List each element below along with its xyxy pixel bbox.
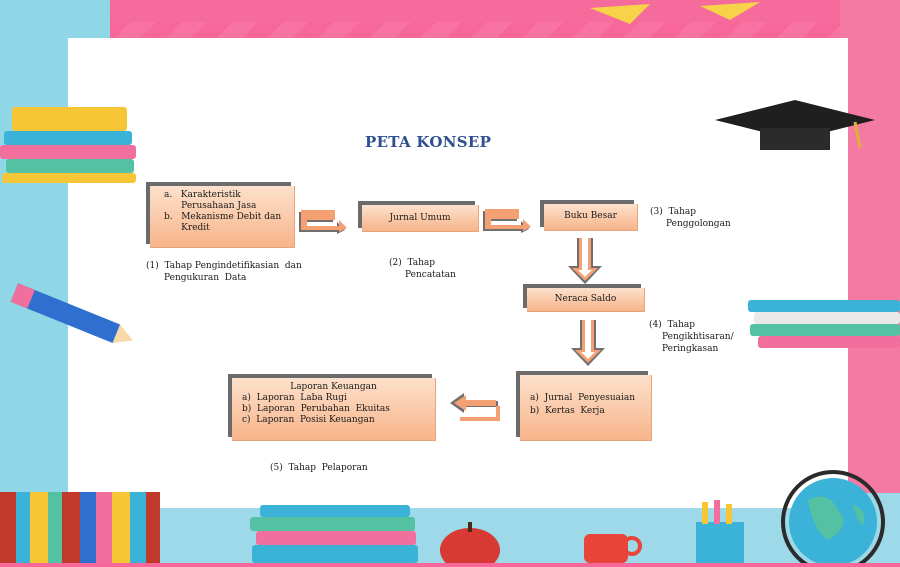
list-item: Perusahaan Jasa — [164, 201, 257, 211]
pencil-icon — [0, 280, 140, 350]
box-label: Neraca Saldo — [554, 294, 617, 304]
list-item: b. Mekanisme Debit dan — [164, 212, 282, 222]
caption-line: Penggolongan — [666, 219, 731, 229]
box-neraca-saldo: Neraca Saldo — [527, 288, 645, 312]
box-laporan-keuangan: Laporan Keuangan a) Laporan Laba Rugi b)… — [232, 378, 436, 441]
frame-top-band — [0, 0, 900, 22]
caption-step-3: (3) Tahap Penggolongan — [650, 206, 731, 230]
caption-line: Peringkasan — [662, 344, 719, 354]
caption-line: (3) Tahap — [650, 207, 697, 217]
box-characteristics-list: a. Karakteristik Perusahaan Jasa b. Meka… — [164, 190, 286, 234]
list-item: Kredit — [164, 223, 210, 233]
bookshelf-icon — [0, 492, 160, 563]
caption-line: Pengukuran Data — [164, 273, 247, 283]
list-item: a. Karakteristik — [164, 190, 241, 200]
caption-line: (2) Tahap — [389, 258, 436, 268]
box-characteristics: a. Karakteristik Perusahaan Jasa b. Meka… — [150, 186, 295, 248]
pennant-icon — [590, 2, 790, 36]
books-right-icon — [748, 300, 900, 360]
box-label: Buku Besar — [564, 211, 617, 221]
globe-icon — [768, 470, 898, 567]
caption-line: (5) Tahap Pelaporan — [270, 463, 368, 473]
caption-line: (1) Tahap Pengindetifikasian dan — [146, 261, 302, 271]
box-penyesuaian: a) Jurnal Penyesuaian b) Kertas Kerja — [520, 375, 652, 441]
box-jurnal-umum: Jurnal Umum — [362, 205, 479, 232]
apple-icon — [435, 522, 505, 567]
box-laporan-list: a) Laporan Laba Rugi b) Laporan Perubaha… — [242, 393, 435, 426]
arrow-right-icon — [483, 209, 531, 233]
mug-icon — [582, 530, 642, 567]
white-paper-panel — [68, 38, 848, 508]
frame-right-band — [840, 0, 900, 563]
list-item: b) Kertas Kerja — [530, 406, 605, 416]
box-label: Jurnal Umum — [389, 213, 451, 223]
arrow-down-icon — [571, 320, 605, 366]
caption-line: (4) Tahap — [649, 320, 696, 330]
arrow-right-icon — [299, 210, 347, 234]
list-item: a) Laporan Laba Rugi — [242, 393, 347, 403]
list-item: c) Laporan Posisi Keuangan — [242, 415, 375, 425]
diagram-title: PETA KONSEP — [365, 133, 492, 151]
box-heading: Laporan Keuangan — [290, 382, 377, 392]
caption-step-1: (1) Tahap Pengindetifikasian dan Penguku… — [146, 260, 302, 284]
books-stack-icon — [0, 105, 140, 185]
box-buku-besar: Buku Besar — [544, 204, 638, 231]
caption-step-4: (4) Tahap Pengikhtisaran/ Peringkasan — [649, 319, 734, 355]
book-pile-icon — [250, 505, 420, 563]
caption-step-2: (2) Tahap Pencatatan — [389, 257, 456, 281]
arrow-left-icon — [450, 393, 500, 421]
graduation-cap-icon — [705, 100, 885, 164]
list-item: a) Jurnal Penyesuaian — [530, 393, 636, 403]
caption-line: Pengikhtisaran/ — [662, 332, 734, 342]
pencil-cup-icon — [690, 500, 750, 567]
caption-step-5: (5) Tahap Pelaporan — [270, 462, 368, 474]
box-penyesuaian-list: a) Jurnal Penyesuaian b) Kertas Kerja — [530, 392, 651, 418]
caption-line: Pencatatan — [405, 270, 456, 280]
list-item: b) Laporan Perubahan Ekuitas — [242, 404, 390, 414]
arrow-down-icon — [568, 238, 602, 284]
